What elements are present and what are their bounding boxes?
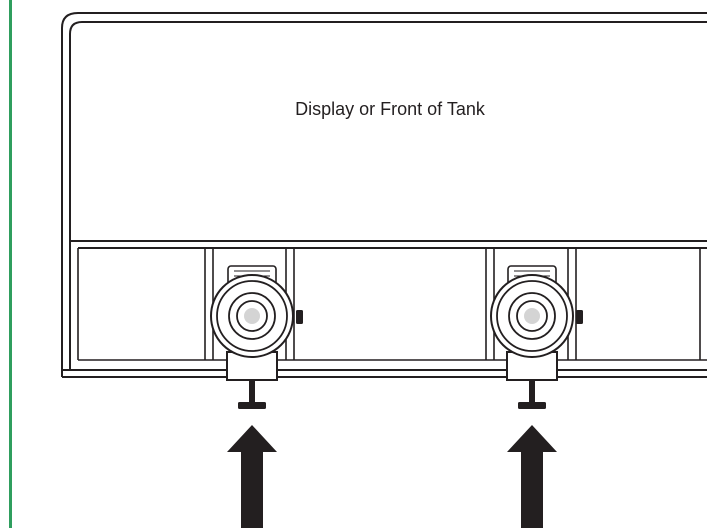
accent-border	[9, 0, 12, 528]
panel-dividers	[77, 248, 707, 361]
tank-outline	[61, 12, 707, 378]
tank-front-label: Display or Front of Tank	[295, 99, 485, 119]
circulation-pump-icon	[210, 265, 303, 409]
circulation-pump-icon	[490, 265, 583, 409]
up-arrow-icon	[507, 425, 557, 528]
up-arrow-icon	[227, 425, 277, 528]
tank-rim	[70, 240, 707, 249]
